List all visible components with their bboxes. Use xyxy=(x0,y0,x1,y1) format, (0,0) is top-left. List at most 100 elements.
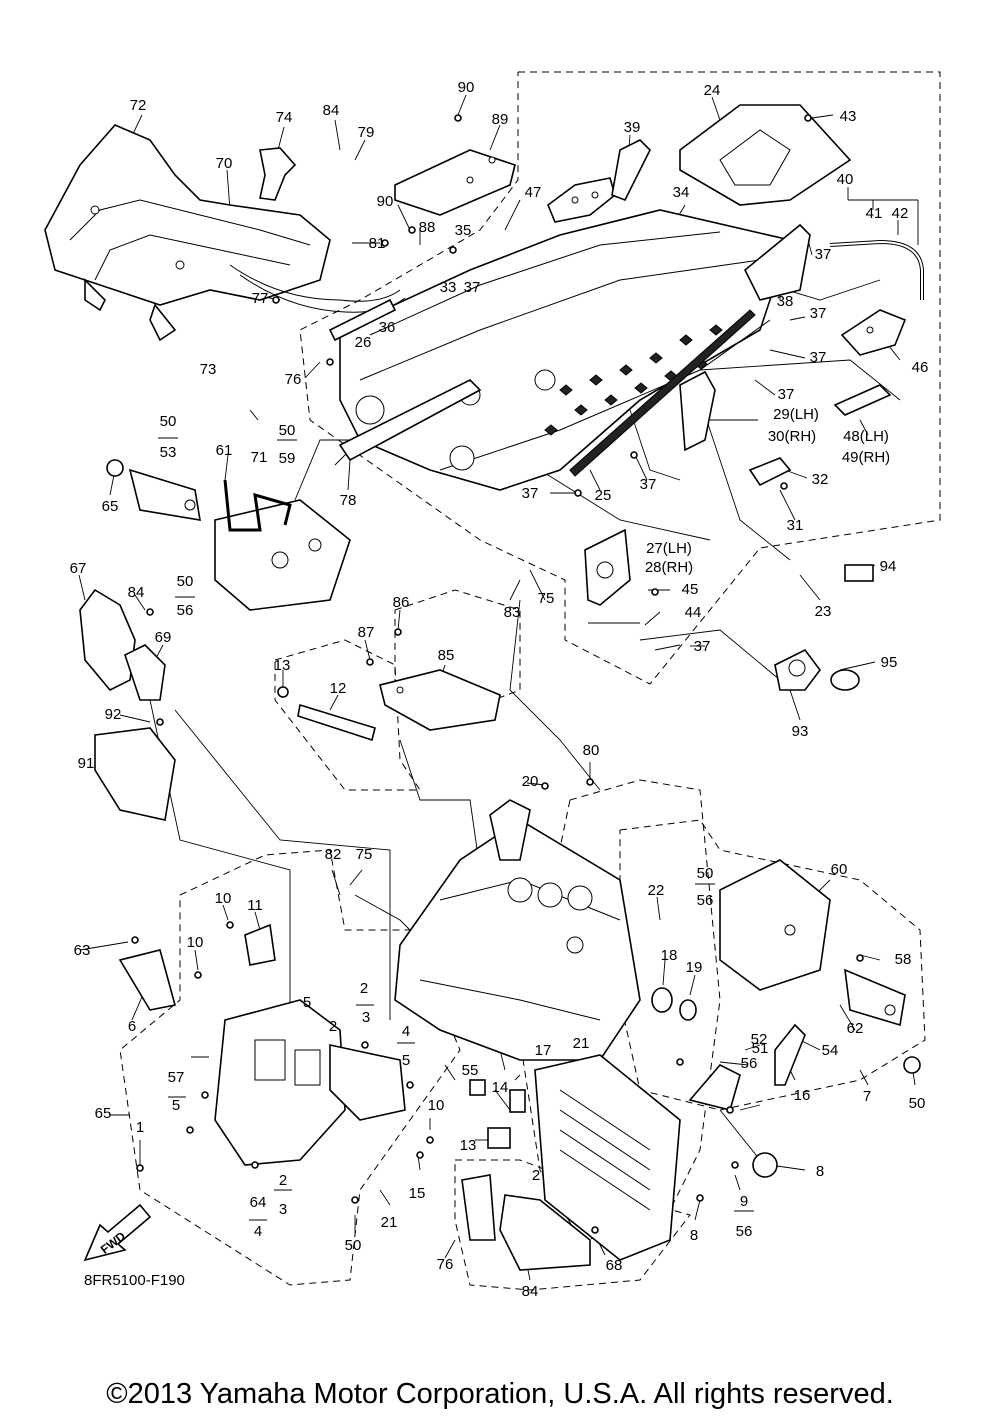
leader-lines xyxy=(78,94,919,1281)
part-callout: 2 xyxy=(329,1018,337,1035)
part-callout: 61 xyxy=(216,442,233,459)
part-callout: 51 xyxy=(752,1040,769,1057)
part-callout: 81 xyxy=(369,235,386,252)
part-callout: 38 xyxy=(777,293,794,310)
part-callout: 76 xyxy=(285,371,302,388)
part-callout: 2 xyxy=(532,1167,540,1184)
part-callout: 3 xyxy=(279,1201,287,1218)
copyright-notice: ©2013 Yamaha Motor Corporation, U.S.A. A… xyxy=(106,1378,894,1410)
part-callout: 93 xyxy=(792,723,809,740)
part-callout: 20 xyxy=(522,773,539,790)
part-callout: 48(LH) xyxy=(843,428,889,445)
tunnel-chassis xyxy=(339,209,792,491)
part-callout: 28(RH) xyxy=(645,559,693,576)
part-callout: 37 xyxy=(810,305,827,322)
duct-66 xyxy=(499,1194,591,1271)
part-callout: 33 xyxy=(440,279,457,296)
part-callout: 19 xyxy=(686,959,703,976)
clamp-16 xyxy=(509,1089,526,1113)
fwd-arrow: FWD xyxy=(83,1203,152,1262)
bushing-65-left xyxy=(106,459,124,477)
part-callout: 35 xyxy=(455,222,472,239)
part-callout: 49(RH) xyxy=(842,449,890,466)
part-callout: 6 xyxy=(128,1018,136,1035)
bearing-64 xyxy=(752,1152,778,1178)
part-callout: 8 xyxy=(816,1163,824,1180)
foot-plate-46 xyxy=(840,309,907,356)
part-callout: 95 xyxy=(881,654,898,671)
part-callout: 62 xyxy=(847,1020,864,1037)
part-callout: 71 xyxy=(251,449,268,466)
callout-group-bars xyxy=(158,437,754,1221)
lower-frame xyxy=(394,799,641,1061)
part-callout: 15 xyxy=(409,1185,426,1202)
cover-67 xyxy=(79,588,136,691)
part-callout: 74 xyxy=(276,109,293,126)
part-callout: 73 xyxy=(200,361,217,378)
part-callout: 94 xyxy=(880,558,897,575)
part-callout: 45 xyxy=(682,581,699,598)
gasket-69 xyxy=(124,644,166,701)
part-callout: 31 xyxy=(787,517,804,534)
part-callout: 37 xyxy=(810,349,827,366)
bracket-38 xyxy=(743,223,811,301)
part-callout: 4 xyxy=(402,1023,410,1040)
part-callout: 39 xyxy=(624,119,641,136)
part-callout: 25 xyxy=(595,487,612,504)
part-callout: 24 xyxy=(704,82,721,99)
part-callout: 92 xyxy=(105,706,122,723)
part-callout: 85 xyxy=(438,647,455,664)
part-callout: 16 xyxy=(794,1087,811,1104)
part-callout: 5 xyxy=(172,1097,180,1114)
part-callout: 14 xyxy=(492,1079,509,1096)
bracket-48-49 xyxy=(833,384,892,416)
front-hood-panel xyxy=(44,124,406,342)
part-callout: 79 xyxy=(358,124,375,141)
part-callout: 86 xyxy=(393,594,410,611)
part-callout: 21 xyxy=(573,1035,590,1052)
front-frame-1 xyxy=(214,999,406,1166)
part-callout: 63 xyxy=(74,942,91,959)
bracket-39 xyxy=(611,139,651,202)
part-callout: 91 xyxy=(78,755,95,772)
bushing-65-right xyxy=(903,1056,921,1074)
part-callout: 84 xyxy=(323,102,340,119)
part-callout: 89 xyxy=(492,111,509,128)
part-callout: 4 xyxy=(254,1223,262,1240)
part-callout: 10 xyxy=(428,1097,445,1114)
part-callout: 26 xyxy=(355,334,372,351)
part-callout: 32 xyxy=(812,471,829,488)
upper-shield-24 xyxy=(679,104,852,206)
part-callout: 70 xyxy=(216,155,233,172)
part-callout: 23 xyxy=(815,603,832,620)
bracket-74 xyxy=(259,147,297,201)
part-callout: 87 xyxy=(358,624,375,641)
cover-68 xyxy=(461,1174,496,1241)
part-callout: 78 xyxy=(340,492,357,509)
bracket-29-30 xyxy=(679,370,716,452)
bumper-60 xyxy=(719,859,831,991)
part-callout: 75 xyxy=(538,590,555,607)
part-callout: 43 xyxy=(840,108,857,125)
part-callout: 82 xyxy=(325,846,342,863)
part-callout: 50 xyxy=(909,1095,926,1112)
part-callout: 47 xyxy=(525,184,542,201)
part-callout: 65 xyxy=(102,498,119,515)
part-callout: 60 xyxy=(831,861,848,878)
part-callout: 37 xyxy=(464,279,481,296)
part-callout: 42 xyxy=(892,205,909,222)
heat-exchanger-14 xyxy=(534,1054,681,1261)
part-callout: 13 xyxy=(460,1137,477,1154)
foot-plate-47 xyxy=(547,177,616,223)
part-callout: 37 xyxy=(815,246,832,263)
bushing-15 xyxy=(487,1127,511,1149)
bracket-62 xyxy=(118,949,176,1011)
part-callout: 37 xyxy=(522,485,539,502)
plate-85 xyxy=(379,669,501,731)
part-callout: 59 xyxy=(279,450,296,467)
part-callout: 50 xyxy=(177,573,194,590)
part-callout: 10 xyxy=(187,934,204,951)
part-callout: 66 xyxy=(0,0,8,4)
